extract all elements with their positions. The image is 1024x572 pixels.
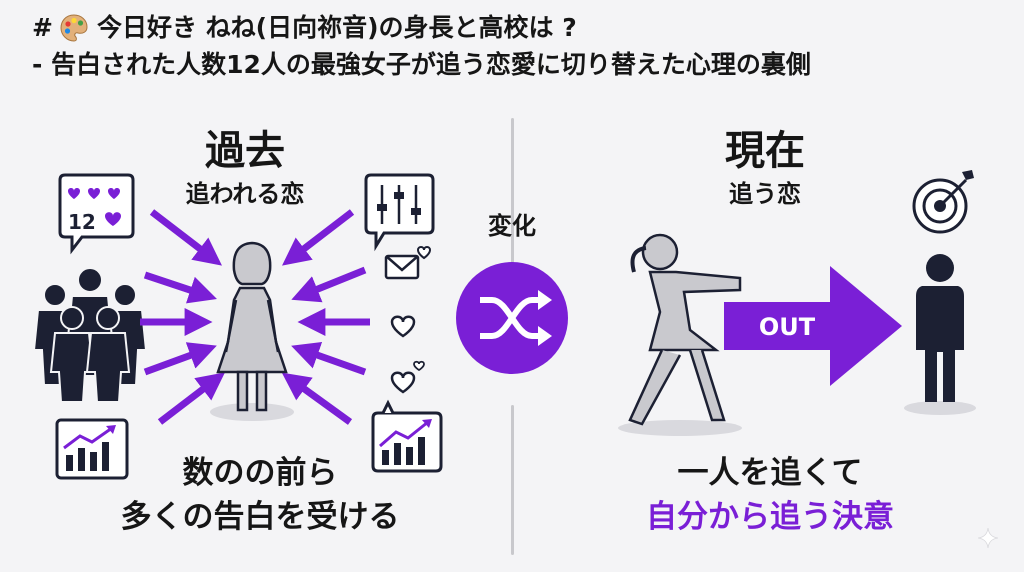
chart-up-icon: [55, 418, 129, 480]
running-woman-icon: [618, 233, 742, 436]
chart-up-icon: [371, 399, 443, 473]
hash-prefix: #: [32, 13, 53, 42]
person-icon: [904, 254, 976, 415]
right-caption-line-2: 自分から追う決意: [646, 499, 894, 535]
out-label: OUT: [759, 313, 816, 341]
right-caption-line-1: 一人を追くて: [677, 455, 863, 491]
left-caption-line-2: 多くの告白を受ける: [120, 499, 400, 535]
equalizer-icon: [364, 173, 435, 252]
crowd-icon: [32, 267, 148, 403]
left-caption-line-1: 数のの前ら: [182, 455, 338, 491]
woman-icon: [210, 241, 294, 421]
sparkle-icon: [978, 528, 998, 548]
shuffle-icon: [456, 262, 568, 374]
title-area: # 今日好き ねね(日向祢音)の身長と高校は ? - 告白された人数12人の最強…: [32, 10, 1012, 84]
out-arrow: OUT: [724, 266, 902, 386]
left-subtitle: 追われる恋: [185, 180, 305, 208]
right-subtitle: 追う恋: [729, 180, 801, 208]
right-title: 現在: [725, 128, 805, 174]
palette-icon: [60, 14, 88, 42]
hearts-badge-icon: 12: [58, 173, 135, 255]
title-text-1: 今日好き ねね(日向祢音)の身長と高校は ?: [96, 13, 577, 42]
center-label: 変化: [488, 212, 536, 240]
badge-number: 12: [68, 210, 96, 234]
incoming-arrows: [140, 209, 370, 425]
heart-icon: [390, 371, 416, 394]
title-line-2: - 告白された人数12人の最強女子が追う恋愛に切り替えた心理の裏側: [32, 50, 811, 79]
center-divider-bottom: [511, 405, 514, 555]
center-divider-top: [511, 118, 514, 328]
heart-icon: [413, 360, 425, 372]
envelope-heart-icon: [384, 246, 432, 280]
target-icon: [912, 170, 974, 234]
title-line-1: # 今日好き ねね(日向祢音)の身長と高校は ?: [32, 10, 1012, 46]
heart-icon: [390, 315, 416, 338]
left-title: 過去: [205, 128, 285, 174]
